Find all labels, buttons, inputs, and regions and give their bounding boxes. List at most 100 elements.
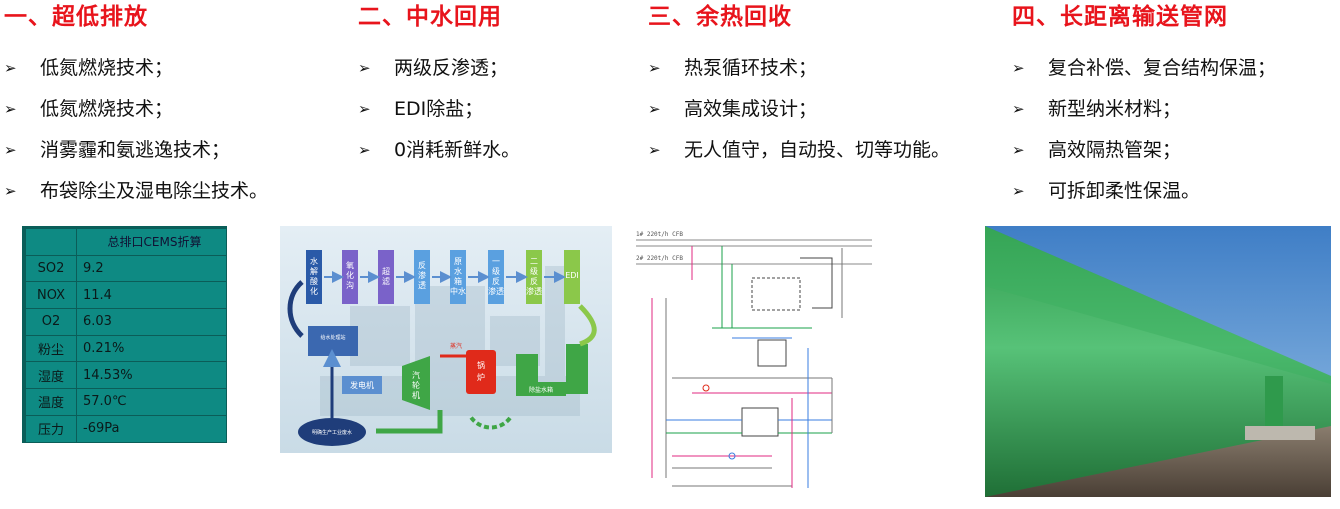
svg-text:中水: 中水	[450, 286, 466, 296]
svg-text:透: 透	[418, 281, 426, 290]
table-value: 57.0℃	[76, 388, 227, 416]
svg-text:炉: 炉	[477, 372, 485, 382]
heat-schematic-svg: 1# 220t/h CFB 2# 220t/h CFB	[632, 228, 894, 498]
table-key: SO2	[25, 254, 77, 283]
svg-text:一: 一	[492, 257, 500, 266]
stage-box	[306, 250, 322, 304]
steam-label: 蒸汽	[450, 342, 462, 350]
table-key: O2	[25, 308, 77, 336]
table-value: 11.4	[76, 281, 227, 310]
table-key: 温度	[25, 388, 77, 416]
table-value: 6.03	[76, 308, 227, 336]
line2-label: 2# 220t/h CFB	[636, 255, 683, 262]
svg-text:化: 化	[346, 270, 354, 280]
list-item: ➢低氮燃烧技术；	[4, 48, 268, 89]
arrow-bullet-icon: ➢	[648, 141, 661, 159]
svg-text:解: 解	[310, 266, 318, 276]
list-item: ➢无人值守，自动投、切等功能。	[648, 130, 950, 171]
deaerator-box	[516, 354, 538, 384]
svg-text:二: 二	[530, 257, 538, 266]
list-item: ➢消雾霾和氨逃逸技术；	[4, 130, 268, 171]
svg-text:酸: 酸	[310, 276, 318, 286]
list-item: ➢高效隔热管架；	[1012, 130, 1276, 171]
arrow-bullet-icon: ➢	[4, 100, 17, 118]
svg-text:箱: 箱	[454, 276, 462, 286]
section-title: 二、中水回用	[358, 4, 502, 30]
arrow-bullet-icon: ➢	[358, 141, 371, 159]
svg-text:水: 水	[454, 266, 462, 276]
table-cell	[25, 228, 77, 256]
list-item: ➢低氮燃烧技术；	[4, 89, 268, 130]
pipeline-photo	[985, 226, 1331, 497]
stage-box	[564, 250, 580, 304]
svg-text:滤: 滤	[382, 276, 390, 286]
svg-text:轮: 轮	[412, 380, 420, 390]
svg-text:反: 反	[530, 276, 538, 286]
svg-text:锅: 锅	[477, 360, 485, 370]
svg-text:化: 化	[310, 286, 318, 296]
generator-box	[342, 376, 382, 394]
arrow-bullet-icon: ➢	[358, 100, 371, 118]
arrow-bullet-icon: ➢	[4, 182, 17, 200]
svg-text:沟: 沟	[346, 280, 354, 290]
svg-text:EDI: EDI	[565, 271, 579, 280]
arrow-bullet-icon: ➢	[1012, 100, 1025, 118]
stage-label: 水	[310, 256, 318, 266]
source-top-label: 给水处理站	[320, 334, 345, 341]
bullet-list: ➢热泵循环技术； ➢高效集成设计； ➢无人值守，自动投、切等功能。	[648, 48, 950, 171]
water-reuse-diagram: 水 解 酸 化 氧化沟 超滤 反渗透 原水箱中水 一级反渗透 二级反渗透 EDI	[280, 226, 612, 453]
section-title: 一、超低排放	[4, 4, 148, 30]
arrow-bullet-icon: ➢	[4, 59, 17, 77]
feedwater-box	[516, 382, 566, 396]
generator-label: 发电机	[350, 380, 374, 390]
list-item: ➢复合补偿、复合结构保温；	[1012, 48, 1276, 89]
table-value: -69Pa	[76, 414, 227, 443]
bullet-list: ➢低氮燃烧技术； ➢低氮燃烧技术； ➢消雾霾和氨逃逸技术； ➢布袋除尘及湿电除尘…	[4, 48, 268, 212]
bullet-list: ➢复合补偿、复合结构保温； ➢新型纳米材料； ➢高效隔热管架； ➢可拆卸柔性保温…	[1012, 48, 1276, 212]
stage-box	[378, 250, 394, 304]
source-bottom-ellipse	[298, 418, 366, 446]
table-key: 压力	[25, 414, 77, 443]
section-pipe-network: 四、长距离输送管网 ➢复合补偿、复合结构保温； ➢新型纳米材料； ➢高效隔热管架…	[1012, 0, 1276, 212]
svg-text:机: 机	[412, 390, 420, 400]
stage-box	[488, 250, 504, 304]
svg-text:反: 反	[418, 260, 426, 270]
list-item: ➢布袋除尘及湿电除尘技术。	[4, 171, 268, 212]
list-item: ➢高效集成设计；	[648, 89, 950, 130]
arrow-bullet-icon: ➢	[1012, 141, 1025, 159]
heat-recovery-schematic: 1# 220t/h CFB 2# 220t/h CFB	[632, 228, 894, 498]
section-waste-heat: 三、余热回收 ➢热泵循环技术； ➢高效集成设计； ➢无人值守，自动投、切等功能。	[648, 0, 950, 171]
svg-text:渗透: 渗透	[526, 286, 542, 296]
svg-text:氧: 氧	[346, 260, 354, 270]
list-item: ➢两级反渗透；	[358, 48, 520, 89]
svg-text:原: 原	[454, 257, 462, 266]
boiler-box	[466, 350, 496, 394]
svg-text:超: 超	[382, 266, 390, 276]
section-ultra-low-emission: 一、超低排放 ➢低氮燃烧技术； ➢低氮燃烧技术； ➢消雾霾和氨逃逸技术； ➢布袋…	[4, 0, 268, 212]
turbine-shape	[402, 356, 430, 410]
arrow-bullet-icon: ➢	[648, 100, 661, 118]
arrow-bullet-icon: ➢	[358, 59, 371, 77]
arrow-bullet-icon: ➢	[4, 141, 17, 159]
svg-text:级: 级	[530, 266, 538, 276]
svg-text:渗透: 渗透	[488, 286, 504, 296]
arrow-bullet-icon: ➢	[648, 59, 661, 77]
section-reclaimed-water: 二、中水回用 ➢两级反渗透； ➢EDI除盐； ➢0消耗新鲜水。	[358, 0, 520, 171]
list-item: ➢热泵循环技术；	[648, 48, 950, 89]
stage-box	[526, 250, 542, 304]
svg-text:除盐水箱: 除盐水箱	[529, 386, 553, 394]
demin-box	[566, 344, 588, 394]
list-item: ➢EDI除盐；	[358, 89, 520, 130]
table-key: 湿度	[25, 361, 77, 390]
svg-text:汽: 汽	[412, 370, 420, 380]
table-header: 总排口CEMS折算	[76, 228, 227, 256]
table-row: 压力-69Pa	[25, 414, 227, 443]
stage-box	[450, 250, 466, 304]
svg-text:渗: 渗	[418, 270, 426, 280]
list-item: ➢0消耗新鲜水。	[358, 130, 520, 171]
